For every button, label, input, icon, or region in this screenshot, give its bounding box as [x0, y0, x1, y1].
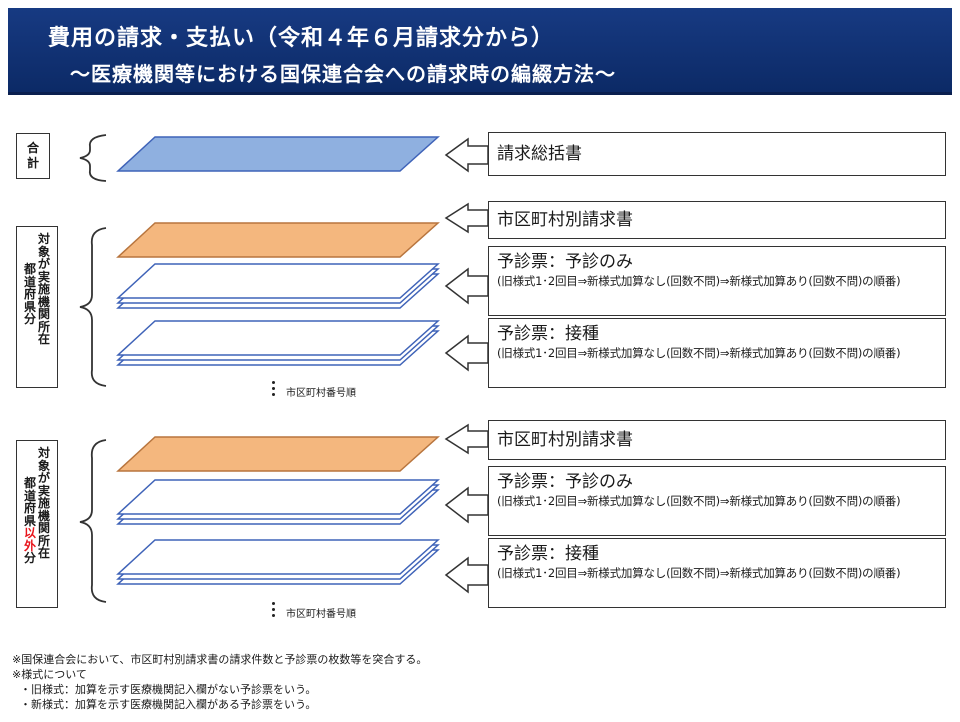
g1-order-label: 市区町村番号順 — [286, 388, 356, 399]
g2-city-sheet — [116, 436, 440, 472]
group1-label-col1: 対象が実施機関所在 — [38, 232, 51, 346]
page-subtitle: ～医療機関等における国保連合会への請求時の編綴方法～ — [70, 62, 616, 86]
g1-sesshu-stack — [116, 320, 440, 366]
group1-label: 対象が実施機関所在 都道府県分 — [16, 226, 58, 388]
g1-yoshin-body: (旧様式1･2回目⇒新様式加算なし(回数不問)⇒新様式加算あり(回数不問)の順番… — [497, 274, 901, 288]
g1-city-box-text: 市区町村別請求書 — [497, 210, 633, 230]
footnotes: ※国保連合会において、市区町村別請求書の請求件数と予診票の枚数等を突合する。 ※… — [12, 652, 427, 712]
g2-order-label: 市区町村番号順 — [286, 609, 356, 620]
g2-ellipsis-dots — [272, 602, 276, 620]
summary-sheet — [116, 136, 440, 172]
g2-yoshin-stack — [116, 479, 440, 525]
g1-sesshu-arrow — [444, 334, 489, 372]
g2-city-arrow — [444, 423, 489, 455]
group1-brace — [79, 227, 107, 387]
g2-yoshin-arrow — [444, 486, 489, 524]
g2-sesshu-arrow — [444, 556, 489, 594]
g1-yoshin-stack — [116, 263, 440, 309]
g2-yoshin-body: (旧様式1･2回目⇒新様式加算なし(回数不問)⇒新様式加算あり(回数不問)の順番… — [497, 494, 901, 508]
total-label: 合 計 — [16, 133, 50, 179]
g2-sesshu-stack — [116, 539, 440, 585]
g2-sesshu-title: 予診票：接種 — [497, 544, 599, 564]
g1-yoshin-arrow — [444, 267, 489, 305]
note-line-4: ・新様式：加算を示す医療機関記入欄がある予診票をいう。 — [20, 698, 317, 711]
summary-arrow — [444, 137, 489, 173]
summary-box: 請求総括書 — [488, 132, 946, 176]
g2-city-box: 市区町村別請求書 — [488, 420, 946, 460]
note-line-1: ※国保連合会において、市区町村別請求書の請求件数と予診票の枚数等を突合する。 — [12, 653, 428, 666]
g1-yoshin-title: 予診票：予診のみ — [497, 252, 633, 272]
g2-sesshu-body: (旧様式1･2回目⇒新様式加算なし(回数不問)⇒新様式加算あり(回数不問)の順番… — [497, 566, 901, 580]
group2-label-col1: 対象が実施機関所在 — [38, 446, 51, 560]
note-line-2: ※様式について — [12, 668, 87, 681]
g1-sesshu-body: (旧様式1･2回目⇒新様式加算なし(回数不問)⇒新様式加算あり(回数不問)の順番… — [497, 346, 901, 360]
g1-city-sheet — [116, 222, 440, 258]
g1-sesshu-box: 予診票：接種 (旧様式1･2回目⇒新様式加算なし(回数不問)⇒新様式加算あり(回… — [488, 318, 946, 388]
g2-yoshin-title: 予診票：予診のみ — [497, 472, 633, 492]
g1-sesshu-title: 予診票：接種 — [497, 324, 599, 344]
note-line-3: ・旧様式：加算を示す医療機関記入欄がない予診票をいう。 — [20, 683, 317, 696]
g2-city-box-text: 市区町村別請求書 — [497, 430, 633, 450]
total-brace — [79, 134, 107, 182]
g1-city-arrow — [444, 202, 489, 234]
g1-city-box: 市区町村別請求書 — [488, 201, 946, 239]
group1-label-col2: 都道府県分 — [23, 262, 36, 326]
page-title: 費用の請求・支払い（令和４年６月請求分から） — [48, 26, 555, 51]
header-banner: 費用の請求・支払い（令和４年６月請求分から） ～医療機関等における国保連合会への… — [8, 8, 952, 95]
group2-brace — [79, 439, 107, 603]
group2-label-col2: 都道府県以外分 — [23, 476, 36, 565]
summary-box-text: 請求総括書 — [497, 144, 582, 164]
g1-ellipsis-dots — [272, 381, 276, 399]
g2-sesshu-box: 予診票：接種 (旧様式1･2回目⇒新様式加算なし(回数不問)⇒新様式加算あり(回… — [488, 538, 946, 608]
g1-yoshin-box: 予診票：予診のみ (旧様式1･2回目⇒新様式加算なし(回数不問)⇒新様式加算あり… — [488, 246, 946, 316]
g2-yoshin-box: 予診票：予診のみ (旧様式1･2回目⇒新様式加算なし(回数不問)⇒新様式加算あり… — [488, 466, 946, 536]
group2-label: 対象が実施機関所在 都道府県以外分 — [16, 440, 58, 608]
